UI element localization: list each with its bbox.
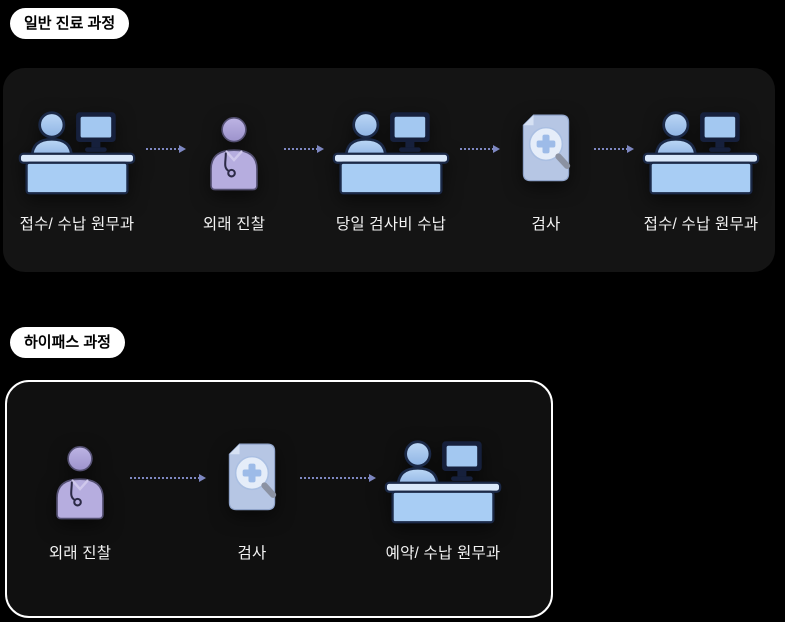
step-label: 외래 진찰 <box>202 216 266 233</box>
step-label: 당일 검사비 수납 <box>335 216 447 233</box>
flow-arrow-icon <box>146 145 186 153</box>
receptionist-desk-icon <box>17 106 137 196</box>
process-step: 당일 검사비 수납 <box>331 106 451 234</box>
flow-arrow-icon <box>300 474 376 482</box>
doctor-icon <box>193 106 275 196</box>
process-step: 검사 <box>213 435 291 563</box>
flow-arrow-icon <box>284 145 324 153</box>
step-label: 접수/ 수납 원무과 <box>19 216 135 233</box>
receptionist-desk-icon <box>383 435 503 525</box>
section-title-general-process: 일반 진료 과정 <box>10 8 130 39</box>
step-label: 검사 <box>531 216 561 233</box>
doctor-icon <box>39 435 121 525</box>
process-step: 외래 진찰 <box>193 106 275 234</box>
flow-arrow-icon <box>130 474 206 482</box>
process-step: 검사 <box>507 106 585 234</box>
step-label: 접수/ 수납 원무과 <box>643 216 759 233</box>
process-step: 외래 진찰 <box>39 435 121 563</box>
receptionist-desk-icon <box>331 106 451 196</box>
flow-arrow-icon <box>460 145 500 153</box>
general-process-panel: 접수/ 수납 원무과 외래 진찰 당일 검사비 수납 검사 접수/ 수납 원무과 <box>3 68 775 272</box>
process-step: 접수/ 수납 원무과 <box>17 106 137 234</box>
process-step: 접수/ 수납 원무과 <box>641 106 761 234</box>
receptionist-desk-icon <box>641 106 761 196</box>
section-title-hipass-process: 하이패스 과정 <box>10 327 125 358</box>
hipass-process-panel: 외래 진찰 검사 예약/ 수납 원무과 <box>5 380 553 618</box>
process-step: 예약/ 수납 원무과 <box>383 435 503 563</box>
step-label: 예약/ 수납 원무과 <box>385 545 501 562</box>
medical-exam-icon <box>213 435 291 525</box>
step-label: 검사 <box>237 545 267 562</box>
step-label: 외래 진찰 <box>48 545 112 562</box>
medical-exam-icon <box>507 106 585 196</box>
flow-arrow-icon <box>594 145 634 153</box>
